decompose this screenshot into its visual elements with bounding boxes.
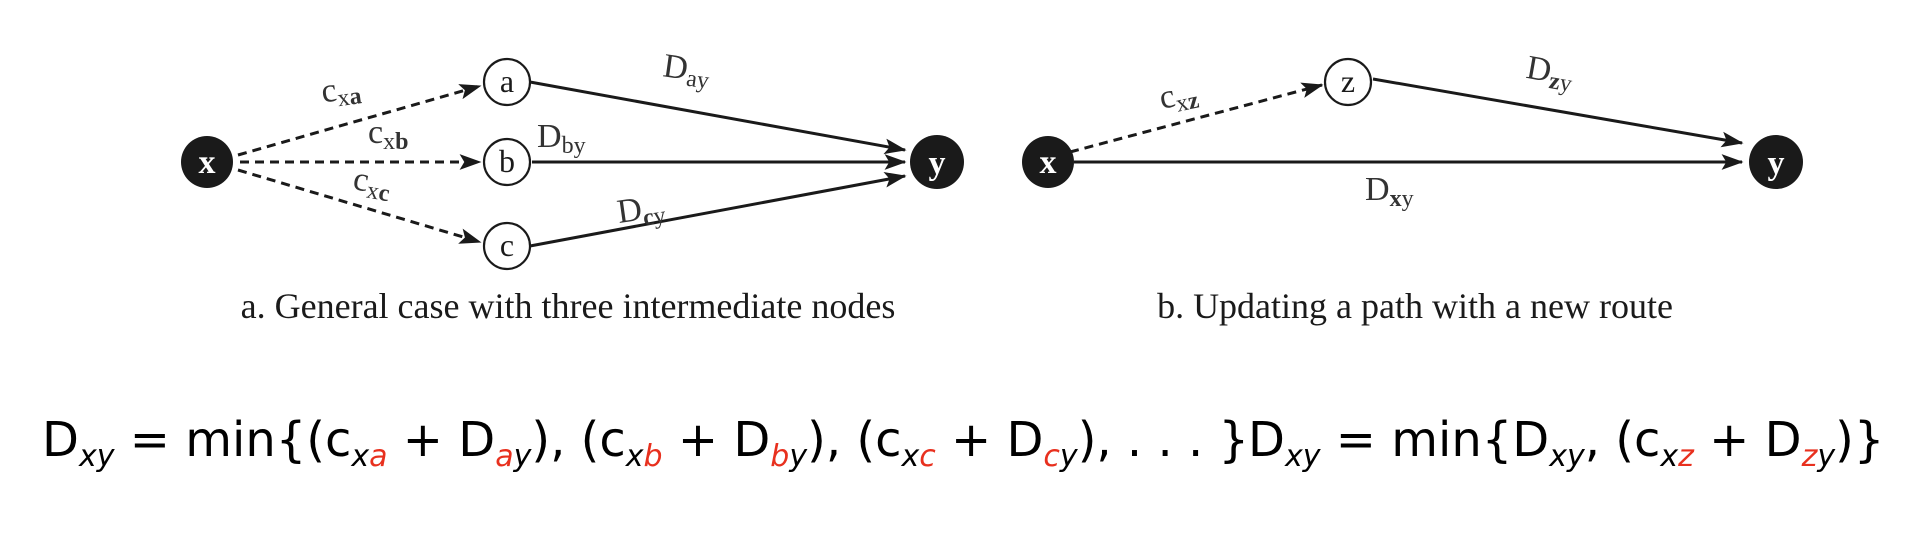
caption-b: b. Updating a path with a new route xyxy=(1157,286,1673,326)
node-y-b: y xyxy=(1749,135,1803,189)
formula-a-term3-d-sub1: c xyxy=(1043,439,1060,474)
node-x-a: x xyxy=(181,136,233,188)
edge-z-y xyxy=(1372,77,1744,148)
formula-b-plus: + D xyxy=(1693,412,1802,468)
formula-a-term2-d-sub2: y xyxy=(789,439,808,474)
formula-a-sep1: ), ( xyxy=(531,412,600,468)
node-y-a: y xyxy=(910,135,964,189)
node-b: b xyxy=(482,137,532,187)
label-cxb: cxb xyxy=(368,114,408,155)
formula-b-d2-sub2: y xyxy=(1817,439,1836,474)
node-y-b-label: y xyxy=(1768,145,1785,182)
edge-x-a xyxy=(237,84,482,157)
node-c-label: c xyxy=(500,227,514,263)
label-cxc: cxc xyxy=(350,160,395,207)
formula-a-term2-c-sub1: x xyxy=(625,439,644,474)
edge-c-y xyxy=(529,172,907,248)
formula-b: Dxy = min{Dxy, (cxz + Dzy)} xyxy=(1248,400,1884,480)
formula-b-d2-sub1: z xyxy=(1801,439,1818,474)
formula-a-term3-c-sub2: c xyxy=(919,439,936,474)
formula-b-lhs: D xyxy=(1248,412,1285,468)
formula-b-eq: = min{D xyxy=(1320,412,1550,468)
formula-a-term3-c-sub1: x xyxy=(901,439,920,474)
edge-x-z xyxy=(1069,82,1324,154)
diagram-b: x z y cxz Dzy Dxy b. Updating a path wit… xyxy=(1022,49,1803,326)
formula-a-eq: = min{( xyxy=(114,412,325,468)
node-y-a-label: y xyxy=(929,145,946,182)
formula-a-sep2: ), ( xyxy=(807,412,876,468)
label-cxz: cxz xyxy=(1156,73,1202,121)
formula-a-term1-c: c xyxy=(325,412,352,468)
formula-a-term1-d-sub2: y xyxy=(513,439,532,474)
formula-b-d-sub: xy xyxy=(1549,439,1585,474)
label-Dxy: Dxy xyxy=(1365,171,1414,212)
formula-b-lhs-sub: xy xyxy=(1284,439,1321,474)
formula-a-term2-c: c xyxy=(599,412,626,468)
diagram-a: x a b c y cxa cxb cxc Day xyxy=(181,47,964,326)
node-b-label: b xyxy=(499,143,515,179)
formula-a-term3-plus: + D xyxy=(935,412,1044,468)
formula-a-term1-plus: + D xyxy=(387,412,496,468)
formula-b-tail: )} xyxy=(1835,412,1885,468)
node-z: z xyxy=(1323,57,1373,107)
formula-a-term1-d-sub1: a xyxy=(495,439,514,474)
formula-a-term2-d-sub1: b xyxy=(770,439,790,474)
node-z-label: z xyxy=(1341,63,1355,99)
formula-b-sep: , ( xyxy=(1584,412,1634,468)
edge-a-y xyxy=(529,80,907,155)
label-Day: Day xyxy=(660,47,712,94)
node-x-b-label: x xyxy=(1040,144,1057,181)
node-x-b: x xyxy=(1022,136,1074,188)
label-cxa: cxa xyxy=(319,68,363,114)
node-a: a xyxy=(482,57,532,107)
formula-a-term1-c-sub2: a xyxy=(369,439,388,474)
label-Dzy: Dzy xyxy=(1523,49,1577,98)
formula-a-term3-d-sub2: y xyxy=(1059,439,1078,474)
formula-b-c-sub1: x xyxy=(1660,439,1679,474)
formula-a: Dxy = min{(cxa + Day), (cxb + Dby), (cxc… xyxy=(42,400,1249,480)
formula-b-c-sub2: z xyxy=(1678,439,1694,474)
formula-a-term2-plus: + D xyxy=(662,412,771,468)
node-x-a-label: x xyxy=(199,144,216,181)
label-Dby: Dby xyxy=(537,118,586,159)
node-c: c xyxy=(482,221,532,271)
formula-a-tail: ), . . . } xyxy=(1077,412,1250,468)
formula-a-lhs: D xyxy=(42,412,79,468)
node-a-label: a xyxy=(500,63,514,99)
formula-a-term3-c: c xyxy=(875,412,902,468)
formula-a-term1-c-sub1: x xyxy=(351,439,370,474)
edge-x-c xyxy=(237,168,482,244)
caption-a: a. General case with three intermediate … xyxy=(241,286,896,326)
formula-a-term2-c-sub2: b xyxy=(643,439,663,474)
formula-b-c: c xyxy=(1634,412,1661,468)
formula-a-lhs-sub: xy xyxy=(78,439,115,474)
label-Dcy: Dcy xyxy=(615,188,667,235)
